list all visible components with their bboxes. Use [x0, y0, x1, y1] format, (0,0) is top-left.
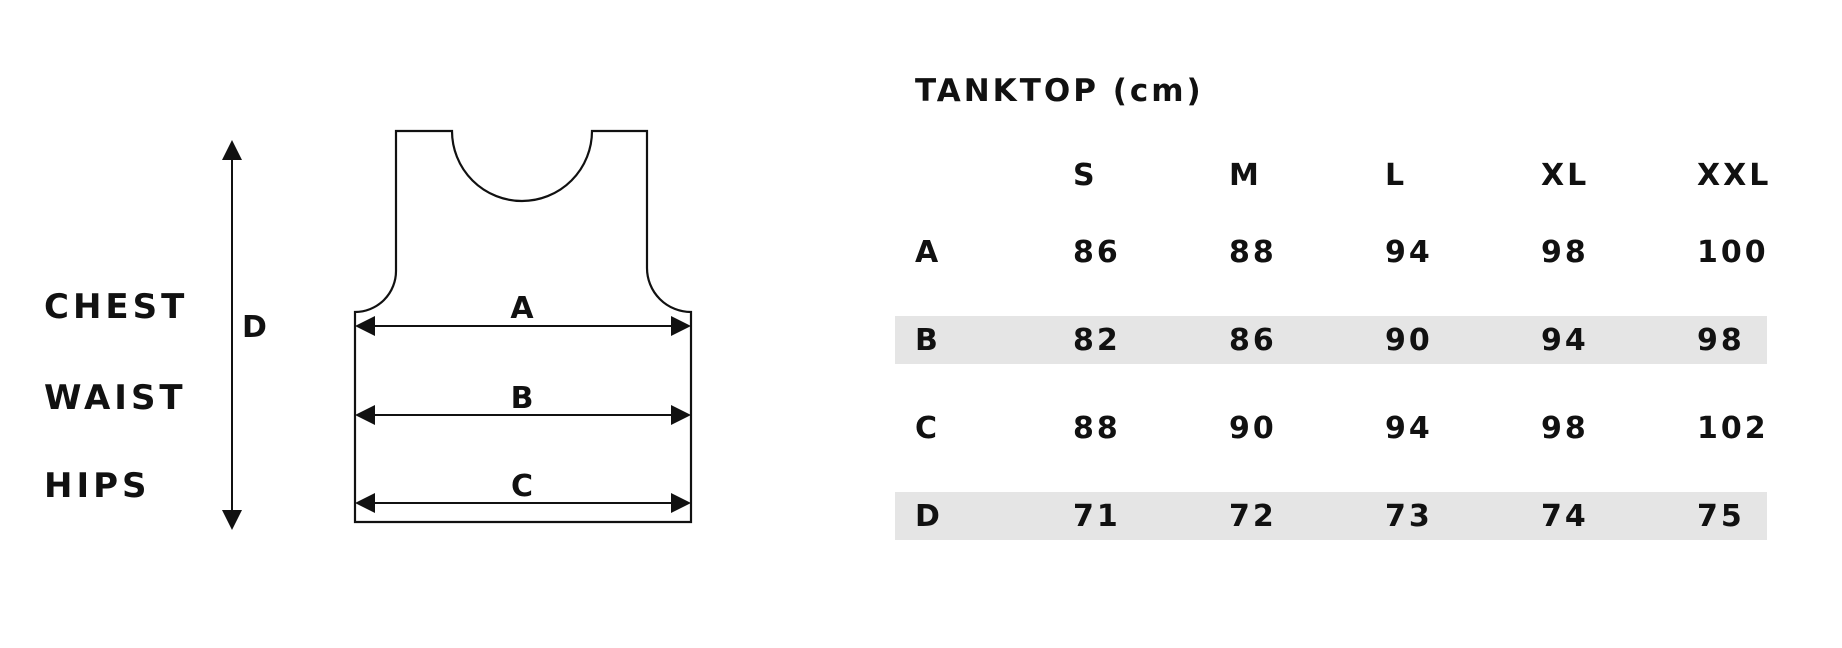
- table-row: A 86 88 94 98 100: [895, 210, 1767, 305]
- hips-dim-label-c: C: [511, 469, 533, 504]
- table-cell: 82: [1073, 294, 1229, 386]
- table-cell: 74: [1541, 470, 1697, 562]
- table-cell: 75: [1697, 470, 1767, 562]
- table-cell: 90: [1385, 294, 1541, 386]
- row-label: B: [895, 294, 1073, 386]
- table-cell: 102: [1697, 410, 1769, 446]
- row-label: D: [895, 470, 1073, 562]
- header-empty-cell: [895, 140, 1073, 210]
- table-cell: 94: [1541, 294, 1697, 386]
- table-cell: 73: [1385, 470, 1541, 562]
- table-cell: 86: [1229, 294, 1385, 386]
- table-cell: 94: [1385, 234, 1433, 270]
- chest-label: CHEST: [44, 287, 189, 327]
- table-row: D 71 72 73 74 75: [895, 470, 1767, 562]
- table-cell: 94: [1385, 410, 1433, 446]
- size-table-title: TANKTOP (cm): [915, 73, 1204, 109]
- length-label-d: D: [242, 310, 267, 345]
- chest-dim-label-a: A: [510, 291, 534, 326]
- size-table: S M L XL XXL A 86 88 94 98 100 B 82 86 9…: [895, 140, 1772, 562]
- table-cell: 98: [1541, 234, 1589, 270]
- table-cell: 88: [1073, 410, 1121, 446]
- table-cell: 100: [1697, 234, 1769, 270]
- tanktop-outline: [353, 129, 693, 524]
- table-cell: 88: [1229, 234, 1277, 270]
- size-header-s: S: [1073, 157, 1098, 193]
- size-header-xxl: XXL: [1697, 157, 1772, 193]
- hips-label: HIPS: [44, 466, 151, 506]
- row-label: C: [915, 410, 941, 446]
- table-cell: 90: [1229, 410, 1277, 446]
- table-cell: 86: [1073, 234, 1121, 270]
- table-cell: 98: [1541, 410, 1589, 446]
- size-header-xl: XL: [1541, 157, 1590, 193]
- size-header-l: L: [1385, 157, 1408, 193]
- table-cell: 98: [1697, 294, 1767, 386]
- table-row: C 88 90 94 98 102: [895, 375, 1767, 481]
- size-header-m: M: [1229, 157, 1262, 193]
- waist-label: WAIST: [44, 378, 187, 418]
- waist-dim-label-b: B: [511, 381, 534, 416]
- tanktop-diagram: D A B C: [222, 129, 693, 530]
- table-cell: 71: [1073, 470, 1229, 562]
- table-cell: 72: [1229, 470, 1385, 562]
- row-label: A: [915, 234, 942, 270]
- table-row: B 82 86 90 94 98: [895, 294, 1767, 386]
- size-header-row: S M L XL XXL: [895, 140, 1772, 210]
